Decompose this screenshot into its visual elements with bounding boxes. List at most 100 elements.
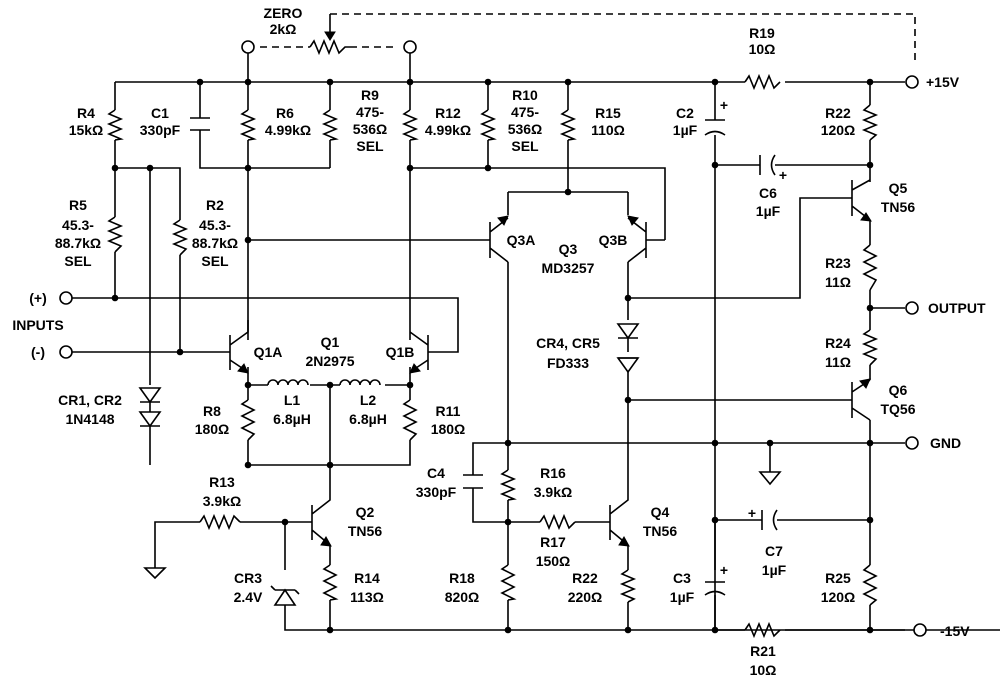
resistor-r24 <box>861 329 879 366</box>
r12-name: R12 <box>435 105 461 121</box>
inductor-l2 <box>339 379 381 386</box>
r10-value1: 475- <box>511 104 539 120</box>
resistor-r18 <box>500 564 517 601</box>
resistor-r16 <box>499 469 517 501</box>
resistor-r22-bot <box>619 569 637 603</box>
r25-name: R25 <box>825 570 851 586</box>
ground-symbol-mid <box>758 471 782 486</box>
capacitor-c3 <box>704 581 726 596</box>
r23-value: 11Ω <box>825 274 851 290</box>
q2-type: TN56 <box>348 523 382 539</box>
transistors <box>210 179 872 555</box>
supply-pos-label: +15V <box>926 74 960 90</box>
r18-name: R18 <box>449 570 475 586</box>
resistor-r14 <box>322 564 339 601</box>
r22-bot-name: R22 <box>572 570 598 586</box>
r19-value: 10Ω <box>749 41 776 57</box>
resistor-r19 <box>744 73 781 91</box>
transistor-q4 <box>598 498 630 547</box>
r8-name: R8 <box>203 403 221 419</box>
r11-name: R11 <box>436 403 461 419</box>
cr4-cr5-name: CR4, CR5 <box>536 335 600 351</box>
r17-name: R17 <box>540 534 566 550</box>
r22-bot-value: 220Ω <box>568 589 603 605</box>
input-plus-label: (+) <box>29 290 47 306</box>
ground-symbol-left <box>143 567 167 580</box>
q1-name: Q1 <box>321 334 340 350</box>
resistor-r5 <box>106 216 124 253</box>
diode-cr5 <box>616 357 640 374</box>
r10-name: R10 <box>512 87 538 103</box>
q3-type: MD3257 <box>542 260 595 276</box>
r15-value: 110Ω <box>591 122 625 138</box>
capacitor-c6 <box>759 154 776 176</box>
q3b-label: Q3B <box>599 232 628 248</box>
terminal-minus15v[interactable] <box>913 623 927 637</box>
terminal-input-plus[interactable] <box>59 291 73 305</box>
inputs-label: INPUTS <box>12 317 63 333</box>
r24-value: 11Ω <box>825 354 851 370</box>
terminal-zero-right[interactable] <box>403 40 417 54</box>
r6-value: 4.99kΩ <box>265 122 311 138</box>
l1-value: 6.8µH <box>273 411 311 427</box>
zener-cr3 <box>270 585 300 606</box>
q5-type: TN56 <box>881 199 915 215</box>
r17-value: 150Ω <box>536 553 571 569</box>
l2-name: L2 <box>360 392 377 408</box>
capacitor-c2 <box>704 119 726 136</box>
c3-polarity: + <box>720 562 728 578</box>
resistor-r10 <box>479 109 497 141</box>
resistors <box>106 14 879 639</box>
r5-name: R5 <box>69 197 87 213</box>
resistor-r11 <box>402 399 418 441</box>
c7-polarity: + <box>748 505 756 521</box>
r16-name: R16 <box>540 465 566 481</box>
c3-value: 1µF <box>670 589 695 605</box>
q2-name: Q2 <box>356 504 375 520</box>
r5-value1: 45.3- <box>62 217 94 233</box>
q3-name: Q3 <box>559 241 578 257</box>
input-minus-label: (-) <box>31 344 45 360</box>
q6-type: TQ56 <box>880 401 915 417</box>
r23-name: R23 <box>825 255 851 271</box>
capacitor-c7 <box>761 509 778 531</box>
resistor-r8 <box>240 399 256 441</box>
r9-name: R9 <box>361 87 379 103</box>
terminal-output[interactable] <box>905 301 919 315</box>
terminal-plus15v[interactable] <box>905 75 919 89</box>
q3a-label: Q3A <box>507 232 536 248</box>
c2-polarity: + <box>720 97 728 113</box>
q1a-label: Q1A <box>254 344 283 360</box>
terminal-gnd[interactable] <box>905 436 919 450</box>
r14-name: R14 <box>354 570 380 586</box>
l2-value: 6.8µH <box>349 411 387 427</box>
r6-name: R6 <box>276 105 294 121</box>
r11-value: 180Ω <box>431 421 466 437</box>
r18-value: 820Ω <box>445 589 480 605</box>
resistor-r21 <box>744 621 781 639</box>
resistor-r15 <box>559 109 577 141</box>
terminals <box>59 40 927 637</box>
r19-name: R19 <box>749 25 775 41</box>
r13-value: 3.9kΩ <box>203 493 241 509</box>
labels: ZERO 2kΩ R19 10Ω +15V R4 15kΩ C1 330pF R… <box>12 5 986 678</box>
c6-value: 1µF <box>756 203 781 219</box>
capacitors <box>190 117 778 596</box>
zero-pot-value: 2kΩ <box>270 21 297 37</box>
r15-name: R15 <box>595 105 621 121</box>
r10-value2: 536Ω <box>508 121 543 137</box>
c3-name: C3 <box>673 570 691 586</box>
supply-neg-label: -15V <box>940 623 970 639</box>
transistor-q3b <box>627 215 665 263</box>
r22-top-value: 120Ω <box>821 122 856 138</box>
cr4-cr5-type: FD333 <box>547 355 589 371</box>
q1b-label: Q1B <box>386 344 415 360</box>
c1-name: C1 <box>151 105 169 121</box>
r9-value3: SEL <box>356 138 384 154</box>
terminal-input-minus[interactable] <box>59 345 73 359</box>
r21-value: 10Ω <box>750 662 777 678</box>
terminal-zero-left[interactable] <box>241 40 255 54</box>
r24-name: R24 <box>825 335 851 351</box>
r10-value3: SEL <box>511 138 539 154</box>
cr3-value: 2.4V <box>234 589 263 605</box>
